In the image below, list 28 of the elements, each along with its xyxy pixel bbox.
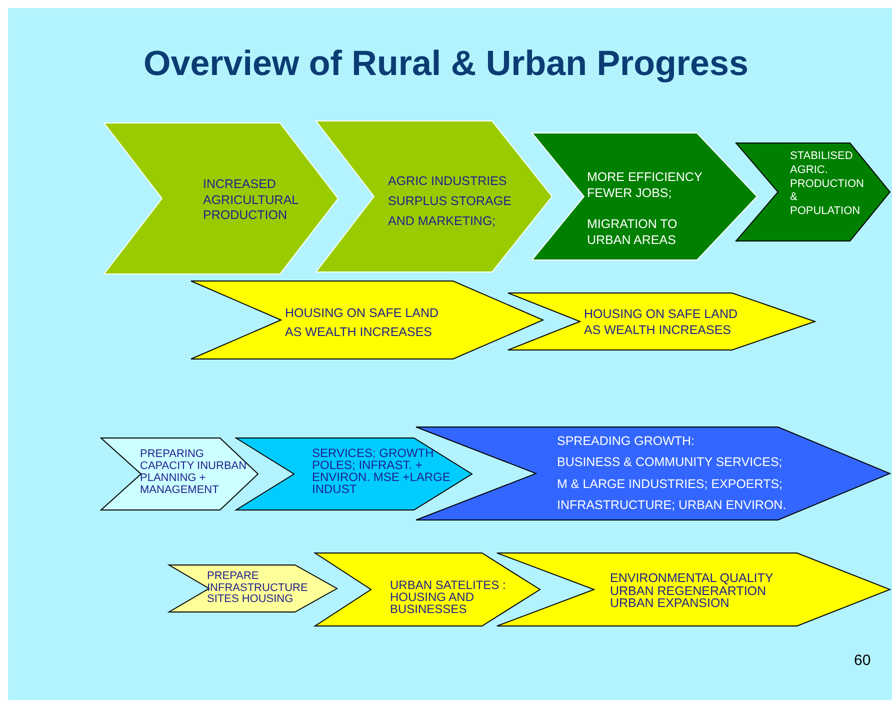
chevron-label: ENVIRONMENTAL QUALITY URBAN REGENERARTION URBAN EXPANSION xyxy=(610,572,774,610)
chevron-label: M & LARGE INDUSTRIES; EXPOERTS; xyxy=(557,476,784,492)
step-banner xyxy=(316,121,552,272)
step-banner xyxy=(736,143,890,241)
chevron-label: BUSINESS & COMMUNITY SERVICES; xyxy=(557,454,784,470)
step-banner xyxy=(532,133,757,260)
chevron-label: INCREASED AGRICULTURAL PRODUCTION xyxy=(203,177,300,224)
chevron-label: INFRASTRUCTURE; URBAN ENVIRON. xyxy=(557,496,788,513)
chevron-label: SERVICES; GROWTH POLES; INFRAST. + ENVIRON. MSE +LARGE INDUST xyxy=(312,447,452,495)
chevron-label: AGRIC INDUSTRIES SURPLUS STORAGE AND MARKETING; xyxy=(388,173,512,230)
step-banner xyxy=(508,293,815,350)
chevron-label: PREPARING CAPACITY INURBAN PLANNING + MANAGEMENT xyxy=(140,449,248,496)
step-banner xyxy=(101,438,258,510)
chevron-label: HOUSING ON SAFE LAND AS WEALTH INCREASES xyxy=(584,307,738,338)
chevron-label: MIGRATION TO URBAN AREAS xyxy=(587,216,678,248)
step-banner xyxy=(169,565,337,612)
step-banner xyxy=(497,553,890,626)
chevron-label: STABILISED AGRIC. PRODUCTION & POPULATION xyxy=(790,150,865,219)
chevron-label: MORE EFFICIENCY FEWER JOBS; xyxy=(587,169,704,202)
title: Overview of Rural & Urban Progress xyxy=(142,44,750,84)
chevron-label: URBAN SATELITES : HOUSING AND BUSINESSES xyxy=(390,579,507,615)
step-banner xyxy=(191,281,543,359)
chevron-label: HOUSING ON SAFE LAND AS WEALTH INCREASES xyxy=(285,305,440,342)
page-number: 60 xyxy=(854,652,871,669)
step-banner xyxy=(104,123,338,274)
chevron-label: PREPARE INFRASTRUCTURE SITES HOUSING xyxy=(207,571,309,606)
chevron-label: SPREADING GROWTH: xyxy=(557,433,696,450)
step-banner xyxy=(315,553,540,626)
